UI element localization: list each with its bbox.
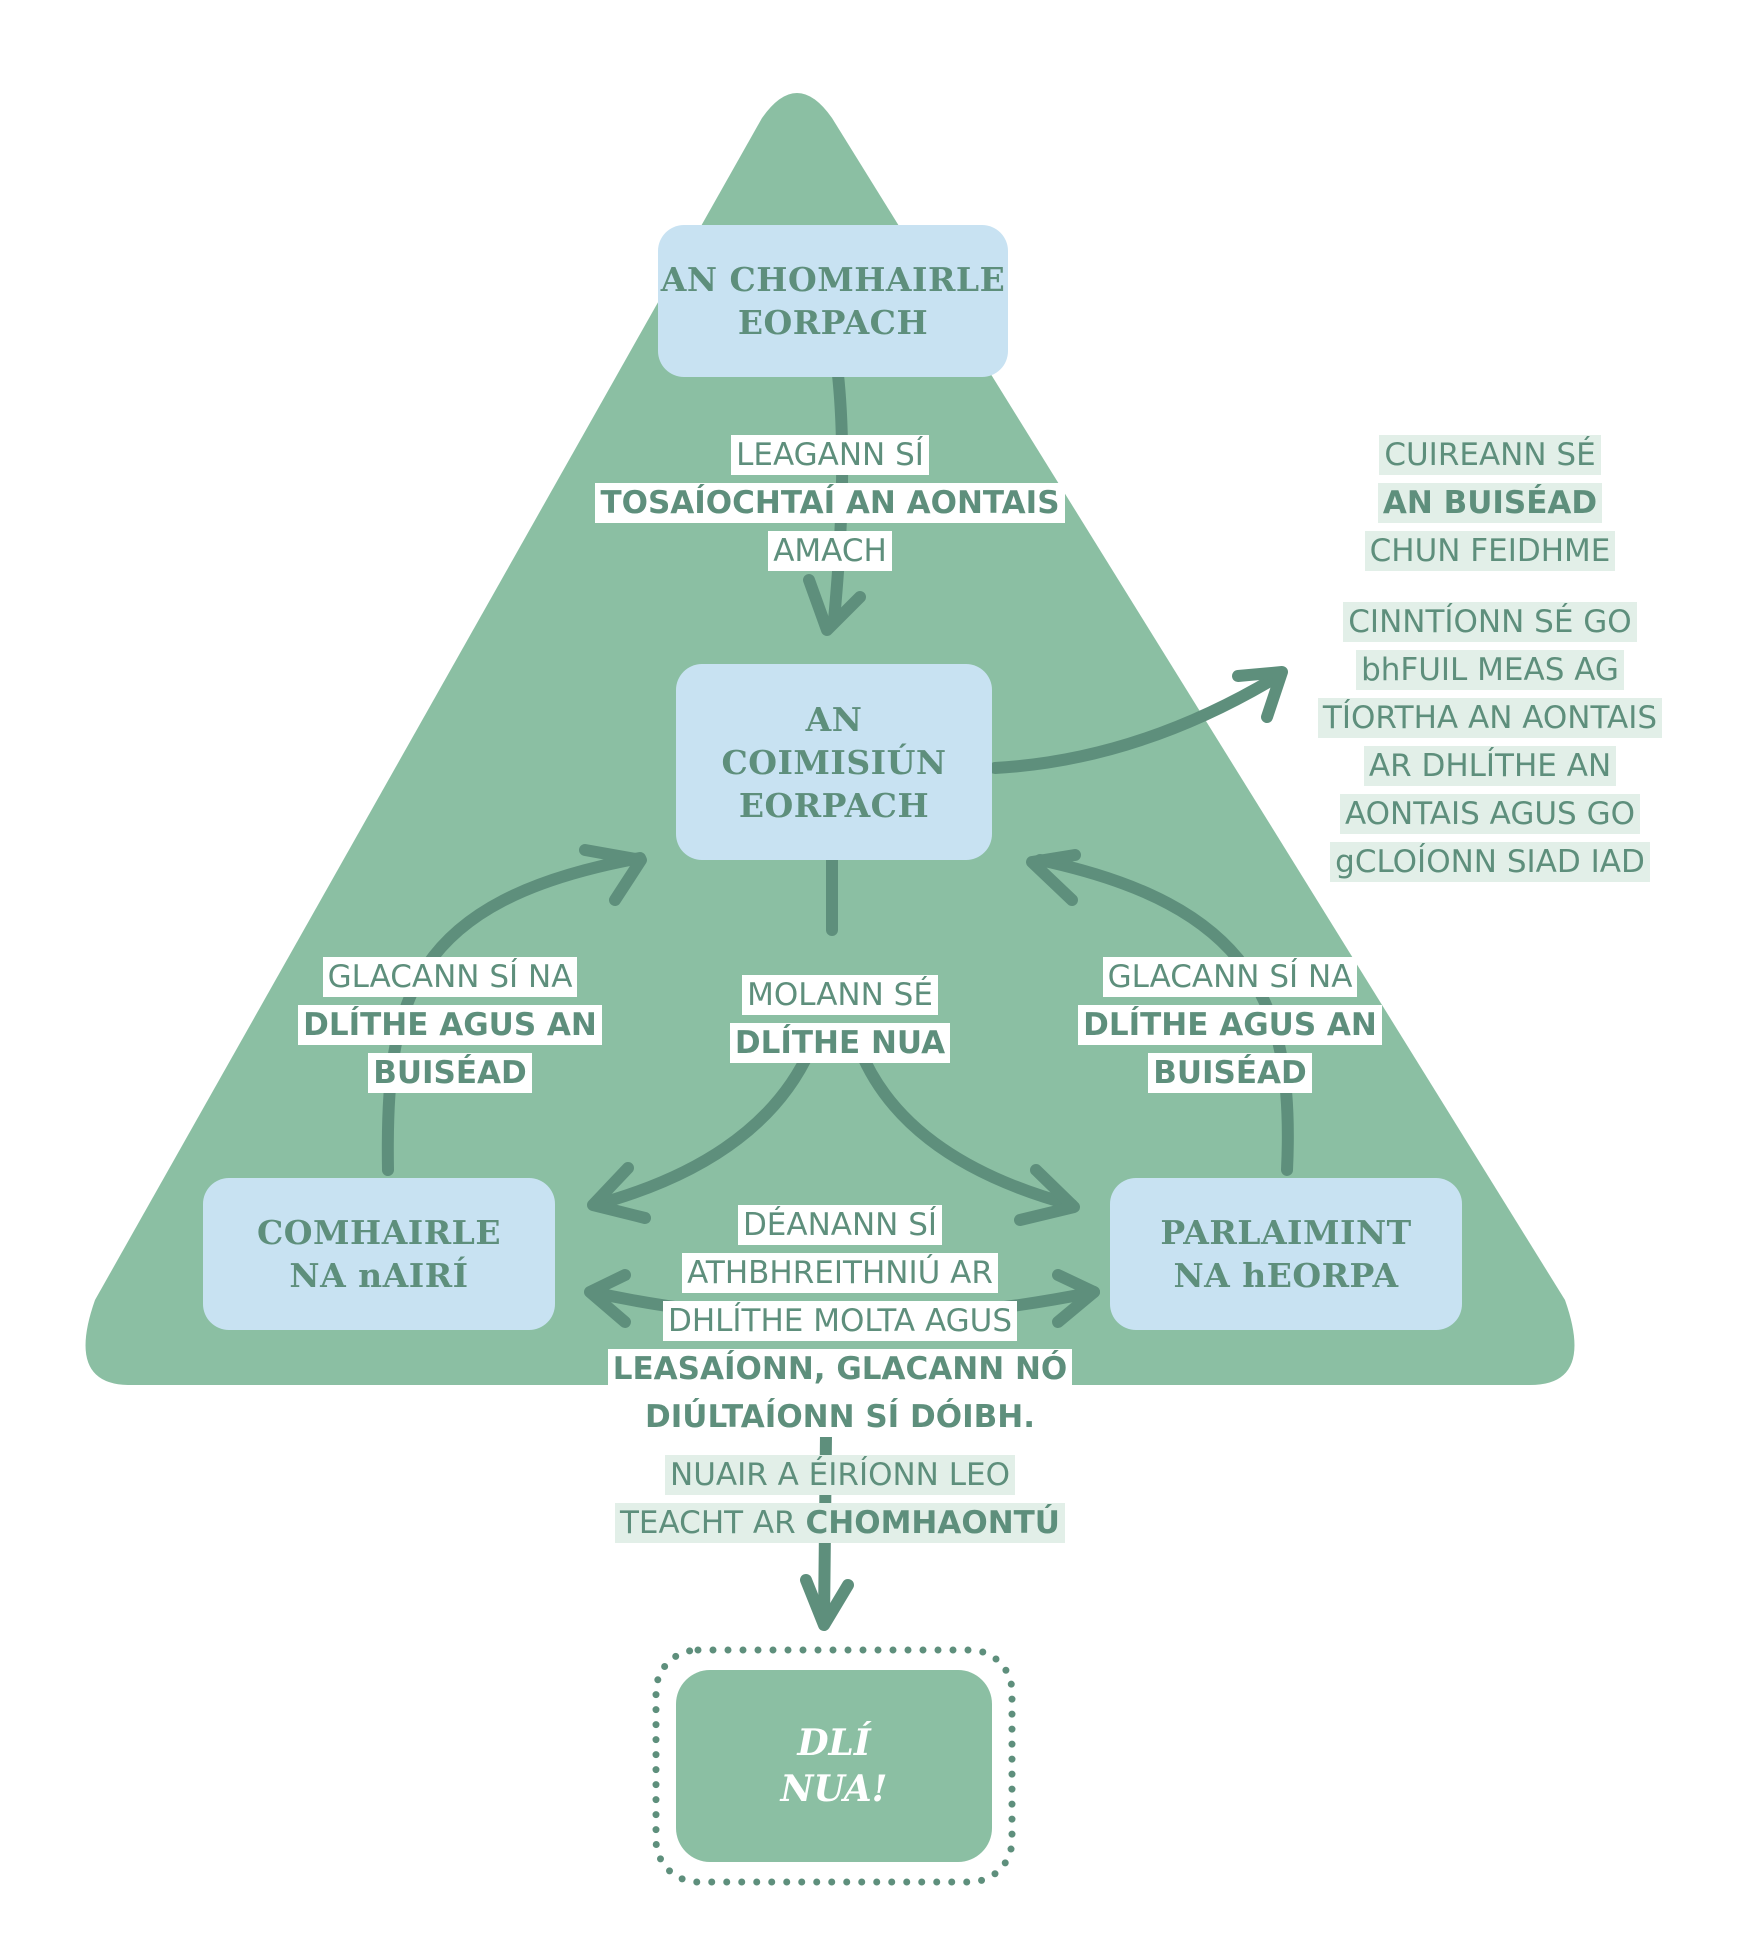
- label-proposes-line1: MOLANN SÉ: [742, 975, 938, 1015]
- label-parliament-adopts-line1: GLACANN SÍ NA: [1102, 957, 1358, 997]
- label-enforce-line1: CINNTÍONN SÉ GO: [1343, 602, 1637, 642]
- arrowhead-propose-to-parliament: [1014, 1164, 1080, 1226]
- label-agreement-line2a: TEACHT AR: [620, 1505, 806, 1541]
- label-priorities-line1: LEAGANN SÍ: [731, 435, 929, 475]
- label-budget: CUIREANN SÉ AN BUISÉAD CHUN FEIDHME: [1290, 435, 1690, 579]
- label-budget-line2: AN BUISÉAD: [1377, 483, 1603, 523]
- label-enforce-line6: gCLOÍONN SIAD IAD: [1330, 842, 1650, 882]
- label-proposes-line2: DLÍTHE NUA: [729, 1023, 951, 1063]
- arrowhead-council-to-commission: [803, 574, 866, 636]
- node-parliament-line1: PARLAIMINT: [1160, 1213, 1412, 1252]
- label-parliament-adopts: GLACANN SÍ NA DLÍTHE AGUS AN BUISÉAD: [1050, 957, 1410, 1101]
- arrowhead-commission-to-enforce: [1232, 666, 1288, 723]
- label-proposes: MOLANN SÉ DLÍTHE NUA: [680, 975, 1000, 1071]
- arrow-commission-to-enforce: [989, 669, 1286, 774]
- label-priorities: LEAGANN SÍ TOSAÍOCHTAÍ AN AONTAIS AMACH: [560, 435, 1100, 579]
- label-agreement: NUAIR A ÉIRÍONN LEO TEACHT AR CHOMHAONTÚ: [580, 1455, 1100, 1551]
- node-council-of-ministers: COMHAIRLE NA nAIRÍ: [203, 1178, 555, 1330]
- label-review-line2: ATHBHREITHNIÚ AR: [682, 1253, 998, 1293]
- node-new-law: DLÍ NUA!: [676, 1670, 992, 1862]
- arrow-propose-to-council: [589, 1044, 816, 1211]
- node-council-line1: COMHAIRLE: [256, 1213, 502, 1252]
- label-priorities-line2: TOSAÍOCHTAÍ AN AONTAIS: [595, 483, 1065, 523]
- label-council-adopts-line2: DLÍTHE AGUS AN: [298, 1005, 602, 1045]
- label-enforce-line2: bhFUIL MEAS AG: [1356, 650, 1624, 690]
- label-review-line1: DÉANANN SÍ: [737, 1205, 943, 1245]
- node-commission-line2: COIMISIÚN: [721, 742, 947, 782]
- node-council-line2: NA nAIRÍ: [289, 1256, 469, 1295]
- label-council-adopts: GLACANN SÍ NA DLÍTHE AGUS AN BUISÉAD: [270, 957, 630, 1101]
- node-parliament-line2: NA hEORPA: [1173, 1256, 1399, 1295]
- new-law-dotted-frame: [652, 1646, 1016, 1886]
- node-new-law-line1: DLÍ: [797, 1722, 871, 1764]
- node-european-council: AN CHOMHAIRLE EORPACH: [658, 225, 1008, 377]
- arrowhead-to-parliament: [1052, 1269, 1100, 1328]
- label-review: DÉANANN SÍ ATHBHREITHNIÚ AR DHLÍTHE MOLT…: [600, 1205, 1080, 1445]
- label-enforce-line3: TÍORTHA AN AONTAIS: [1317, 698, 1663, 738]
- label-review-line3: DHLÍTHE MOLTA AGUS: [662, 1301, 1018, 1341]
- node-european-council-line1: AN CHOMHAIRLE: [660, 260, 1006, 299]
- node-commission: AN COIMISIÚN EORPACH: [676, 664, 992, 860]
- arrowhead-to-council: [584, 1269, 631, 1328]
- node-commission-line3: EORPACH: [738, 785, 930, 825]
- arrow-propose-to-parliament: [854, 1044, 1078, 1211]
- arrowhead-council-to-commission-left: [579, 844, 647, 906]
- label-enforce-line4: AR DHLÍTHE AN: [1363, 746, 1617, 786]
- label-enforce: CINNTÍONN SÉ GO bhFUIL MEAS AG TÍORTHA A…: [1290, 602, 1690, 890]
- label-review-line4: LEASAÍONN, GLACANN NÓ: [607, 1349, 1073, 1389]
- label-agreement-line1: NUAIR A ÉIRÍONN LEO: [665, 1455, 1015, 1495]
- label-council-adopts-line1: GLACANN SÍ NA: [322, 957, 578, 997]
- label-budget-line1: CUIREANN SÉ: [1379, 435, 1601, 475]
- label-agreement-line2b: CHOMHAONTÚ: [805, 1505, 1060, 1541]
- arrowhead-propose-to-council: [587, 1162, 651, 1224]
- label-parliament-adopts-line2: DLÍTHE AGUS AN: [1078, 1005, 1382, 1045]
- label-council-adopts-line3: BUISÉAD: [368, 1053, 532, 1093]
- label-budget-line3: CHUN FEIDHME: [1364, 531, 1616, 571]
- node-new-law-line2: NUA!: [780, 1768, 888, 1810]
- label-review-line5: DIÚLTAÍONN SÍ DÓIBH.: [640, 1397, 1040, 1437]
- node-commission-line1: AN: [805, 699, 863, 739]
- label-enforce-line5: AONTAIS AGUS GO: [1340, 794, 1640, 834]
- node-european-parliament: PARLAIMINT NA hEORPA: [1110, 1178, 1462, 1330]
- label-priorities-line3: AMACH: [768, 531, 892, 571]
- arrowhead-parliament-to-commission: [1026, 849, 1081, 906]
- node-european-council-line2: EORPACH: [737, 303, 929, 342]
- label-parliament-adopts-line3: BUISÉAD: [1148, 1053, 1312, 1093]
- arrowhead-to-new-law: [800, 1574, 854, 1631]
